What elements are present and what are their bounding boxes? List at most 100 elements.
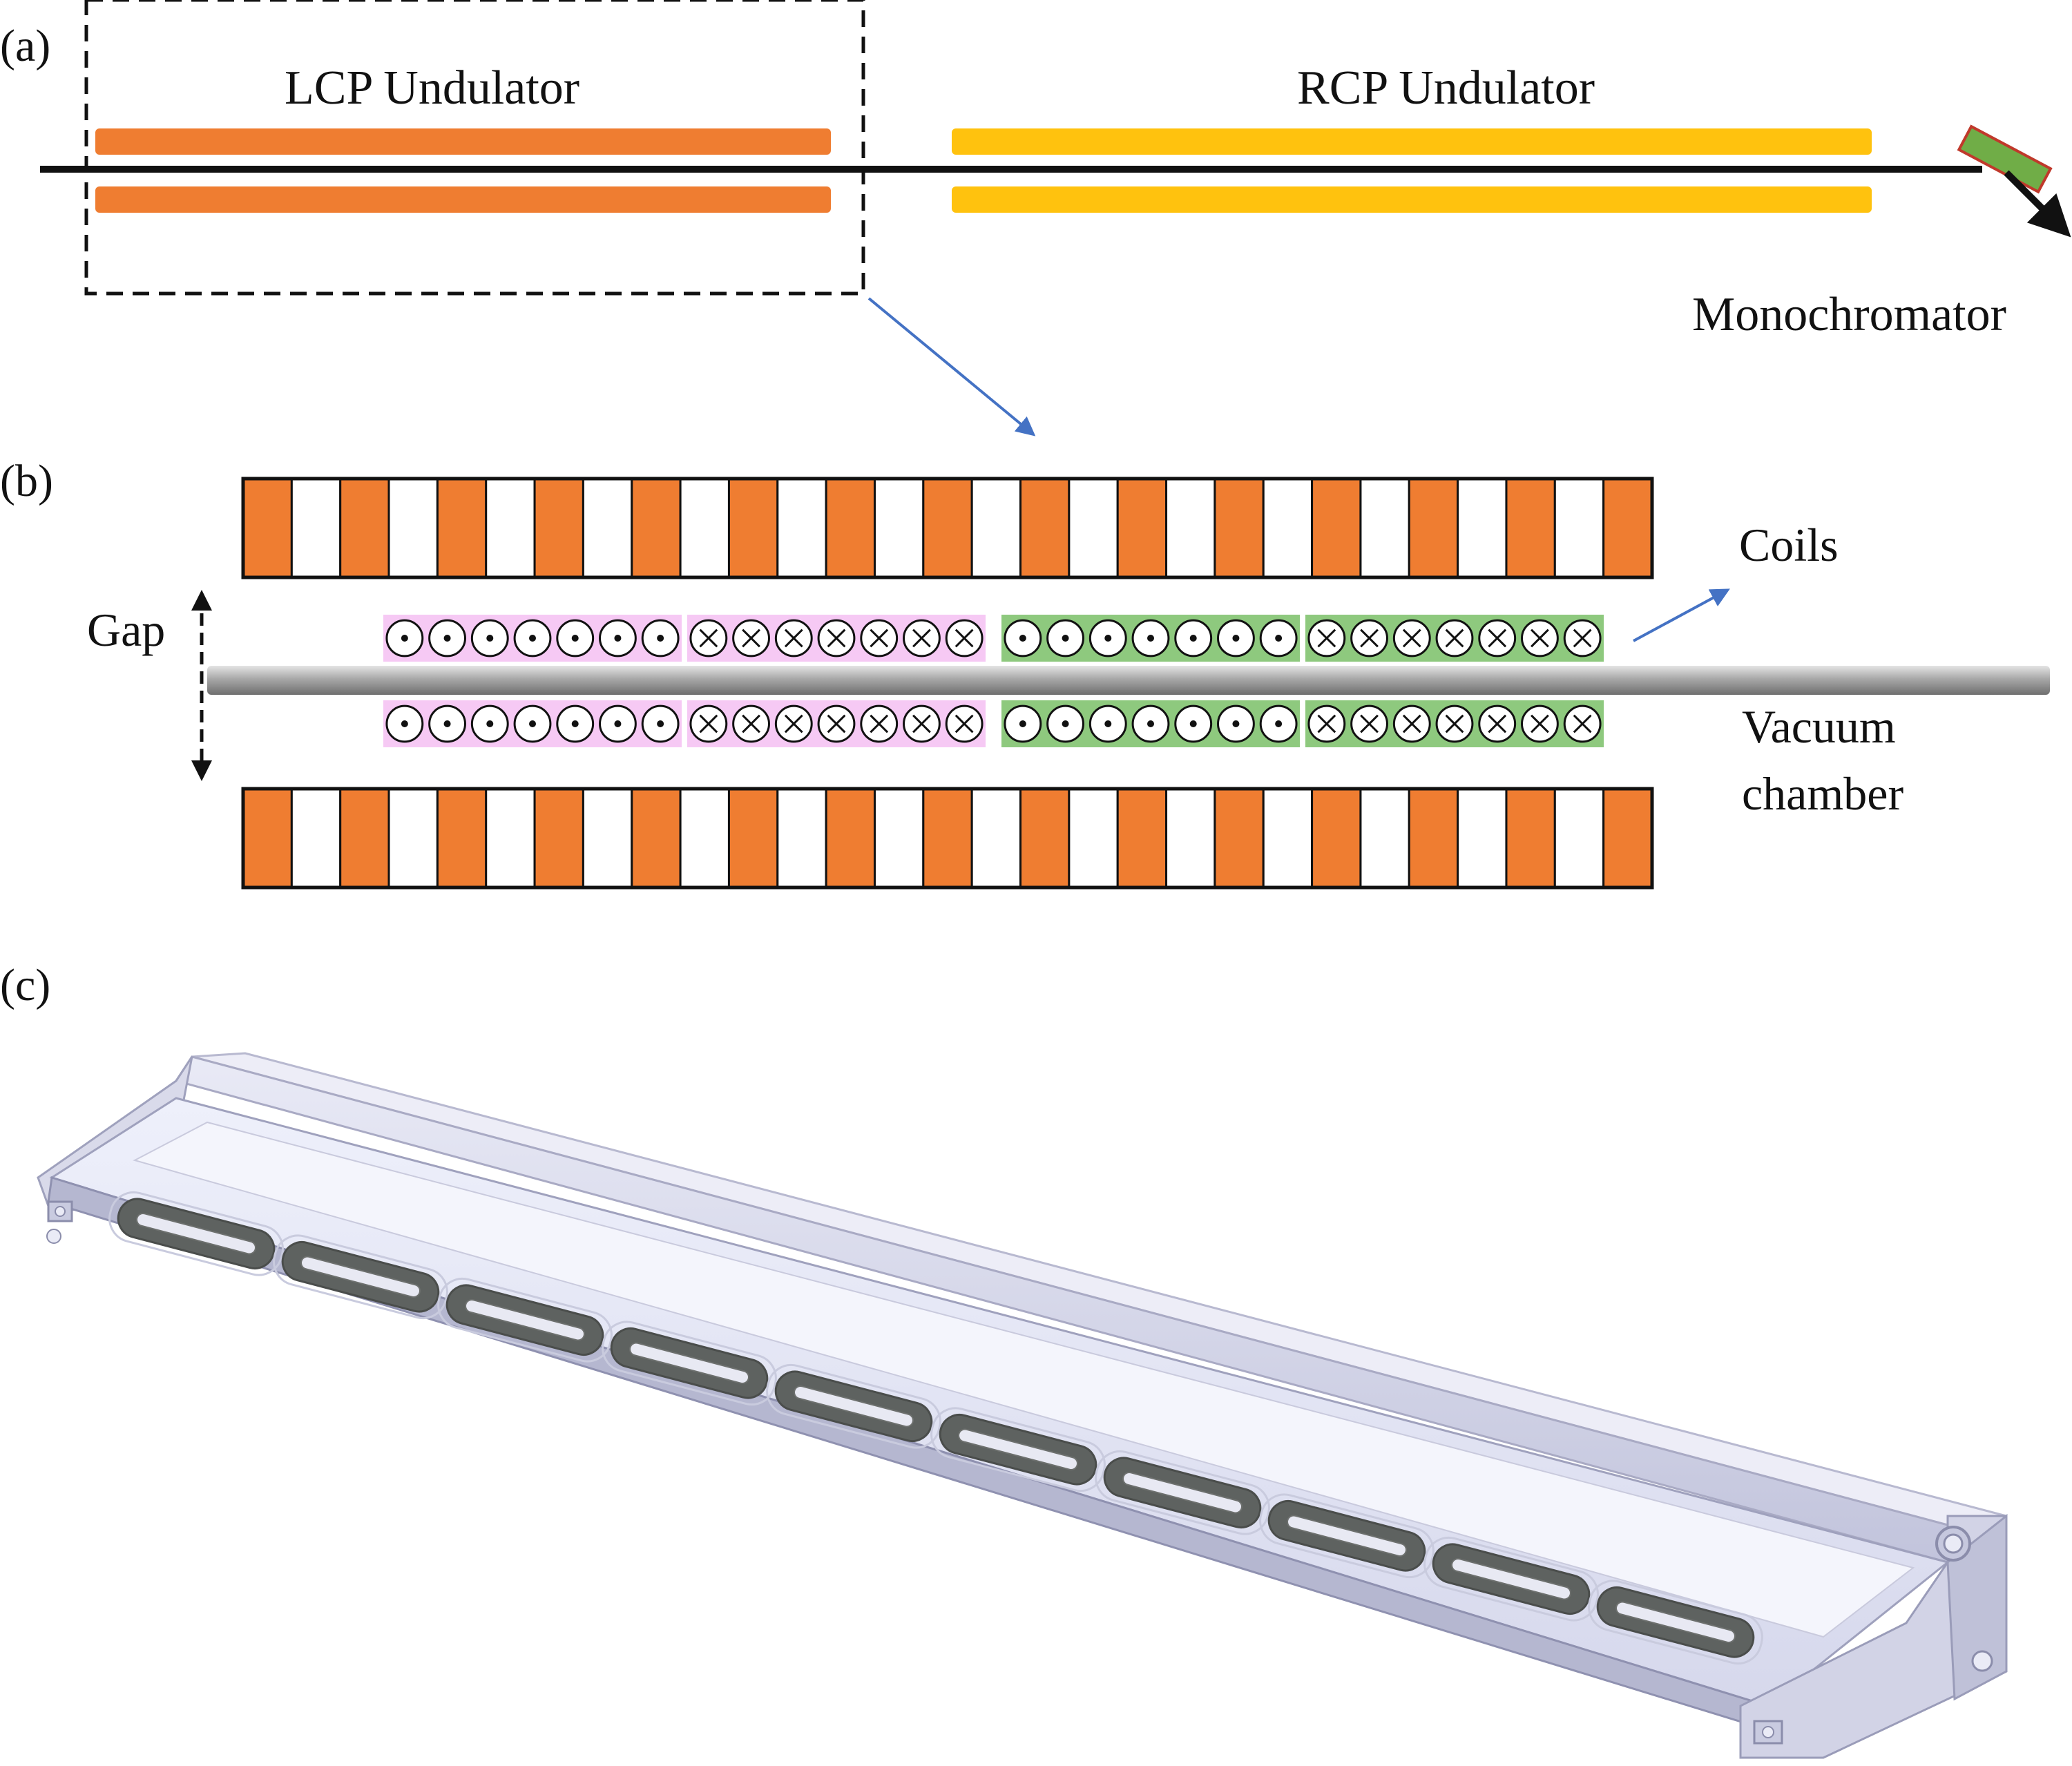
magnet-array-outline [241, 787, 1654, 890]
coil-dot-center [614, 635, 622, 642]
coil-dot-center [1019, 635, 1026, 642]
magnet-block [242, 477, 293, 579]
coil-cross-line [1531, 714, 1549, 733]
magnet-block [242, 787, 293, 889]
magnet-block [1116, 477, 1168, 579]
screw-right-hole [1762, 1726, 1774, 1738]
magnet-block [436, 787, 488, 889]
mount-hole-right-inner [1943, 1533, 1964, 1554]
magnet-block [533, 787, 584, 889]
magnet-block [631, 477, 682, 579]
magnet-block [679, 787, 730, 889]
magnet-block [1068, 477, 1119, 579]
coil-dot-center [1189, 720, 1197, 727]
rcp-undulator-label: RCP Undulator [1297, 61, 1595, 115]
magnet-block [1165, 477, 1216, 579]
racetrack-coil [602, 1321, 777, 1406]
magnet-array-upper [241, 477, 1654, 579]
coil-dot-center [657, 720, 664, 727]
magnet-block [485, 477, 536, 579]
magnet-block [1553, 787, 1605, 889]
magnet-block [727, 787, 779, 889]
undulator-3d-model [37, 1052, 2008, 1759]
magnet-block [387, 477, 439, 579]
magnet-block [339, 477, 390, 579]
coil-center-slot [958, 1428, 1078, 1470]
magnet-block [679, 477, 730, 579]
vacuum-chamber-label-line1: Vacuum [1742, 700, 1896, 753]
coil-center-slot [300, 1256, 421, 1298]
coils-label: Coils [1739, 519, 1839, 571]
coil-cross-line [1360, 714, 1379, 733]
coil-cross-line [1531, 628, 1549, 648]
vacuum-chamber [207, 666, 2050, 695]
coil-dot-center [1189, 635, 1197, 642]
coil-frame [602, 1321, 777, 1406]
magnet-block [776, 477, 827, 579]
coil-center-slot [1615, 1601, 1736, 1643]
magnet-block [1311, 787, 1362, 889]
panel-a-label: (a) [0, 21, 50, 71]
panel-c-label: (c) [0, 960, 50, 1010]
magnet-block [1359, 787, 1410, 889]
coil-center-slot [1122, 1472, 1243, 1514]
coil-dot-center [1232, 635, 1240, 642]
magnet-array-outline [241, 477, 1654, 579]
coil-cross-line [1402, 628, 1421, 648]
magnet-block [1214, 787, 1265, 889]
racetrack-coil [766, 1363, 941, 1449]
coil-center-slot [1451, 1558, 1571, 1600]
magnet-block [1116, 787, 1168, 889]
coil-cross-line [1573, 714, 1592, 733]
zoom-arrow [867, 297, 1036, 436]
lcp-undulator-label: LCP Undulator [285, 61, 579, 115]
magnet-block [776, 787, 827, 889]
coil-cross-line [699, 714, 718, 733]
coil-center-slot [629, 1342, 749, 1384]
magnet-block [1019, 787, 1071, 889]
magnet-block [1505, 787, 1556, 889]
coil-cross-line [784, 628, 803, 648]
coil-frame [1423, 1536, 1599, 1622]
magnet-block [1408, 787, 1459, 889]
coil-dot-center [571, 720, 579, 727]
coil-cross-line [1317, 714, 1336, 733]
coil-center-slot [465, 1299, 585, 1341]
magnet-block [873, 787, 925, 889]
coil-frame [108, 1191, 284, 1276]
coil-dot-center [401, 720, 408, 727]
magnet-block [922, 477, 973, 579]
magnet-block [1311, 477, 1362, 579]
racetrack-coil [437, 1277, 613, 1363]
magnet-block [290, 787, 342, 889]
coil-row-upper [383, 615, 1604, 662]
magnet-block [582, 787, 633, 889]
magnet-block [1505, 477, 1556, 579]
magnet-block [485, 787, 536, 889]
magnet-block [825, 477, 876, 579]
coil-dot-center [657, 635, 664, 642]
magnet-block [387, 787, 439, 889]
magnet-block [873, 477, 925, 579]
rcp-bar-upper [952, 128, 1872, 155]
coil-dot-center [1062, 720, 1069, 727]
screw-left [47, 1200, 73, 1222]
coil-dot-center [529, 720, 536, 727]
coil-dot-center [1275, 635, 1283, 642]
coil-cross-line [955, 628, 974, 648]
coil-dot-center [571, 635, 579, 642]
coil-dot-center [1232, 720, 1240, 727]
coil-dot-center [1104, 720, 1112, 727]
coil-cross-line [784, 714, 803, 733]
magnet-block [1068, 787, 1119, 889]
magnet-block [533, 477, 584, 579]
coil-cross-line [1445, 628, 1464, 648]
racetrack-coil [1095, 1450, 1270, 1535]
coil-dot-center [529, 635, 536, 642]
magnet-block [1602, 787, 1653, 889]
vacuum-chamber-label-line2: chamber [1742, 767, 1903, 820]
coil-dot-center [1062, 635, 1069, 642]
hole-right-side [1971, 1650, 1993, 1672]
magnet-block [631, 787, 682, 889]
